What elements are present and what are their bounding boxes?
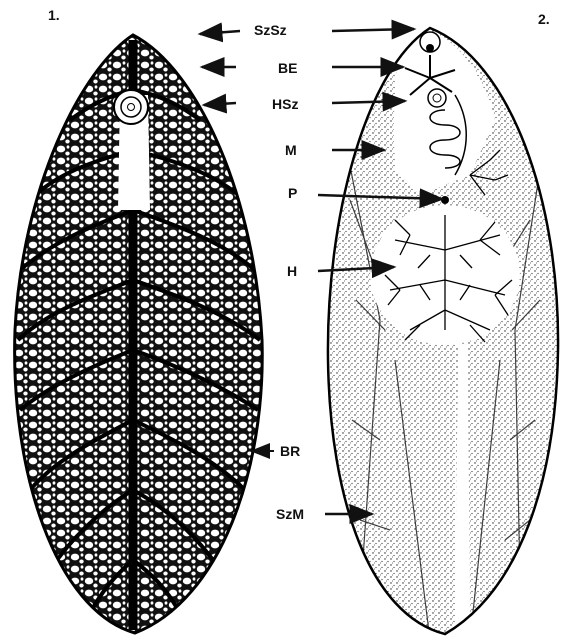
- oral-sucker-right: [420, 32, 440, 52]
- oral-sucker-left: [128, 42, 138, 52]
- ventral-sucker-left: [114, 90, 148, 124]
- left-specimen: [0, 0, 280, 641]
- label-h-text: H: [287, 263, 297, 279]
- label-szsz-text: SzSz: [254, 22, 287, 38]
- label-p-text: P: [288, 185, 297, 201]
- label-be-text: BE: [278, 60, 297, 76]
- label-szsz: SzSz: [200, 22, 414, 38]
- label-br-text: BR: [280, 443, 300, 459]
- label-szm-text: SzM: [276, 506, 304, 522]
- label-hsz-text: HSz: [272, 96, 298, 112]
- figure-number-left: 1.: [48, 7, 60, 23]
- figure-number-right: 2.: [538, 11, 550, 27]
- label-be: BE: [202, 60, 403, 76]
- label-m-text: M: [285, 142, 297, 158]
- label-br: BR: [252, 443, 300, 459]
- right-specimen: [320, 0, 568, 641]
- ventral-sucker-right: [428, 89, 446, 107]
- pharynx-dot: [441, 196, 449, 204]
